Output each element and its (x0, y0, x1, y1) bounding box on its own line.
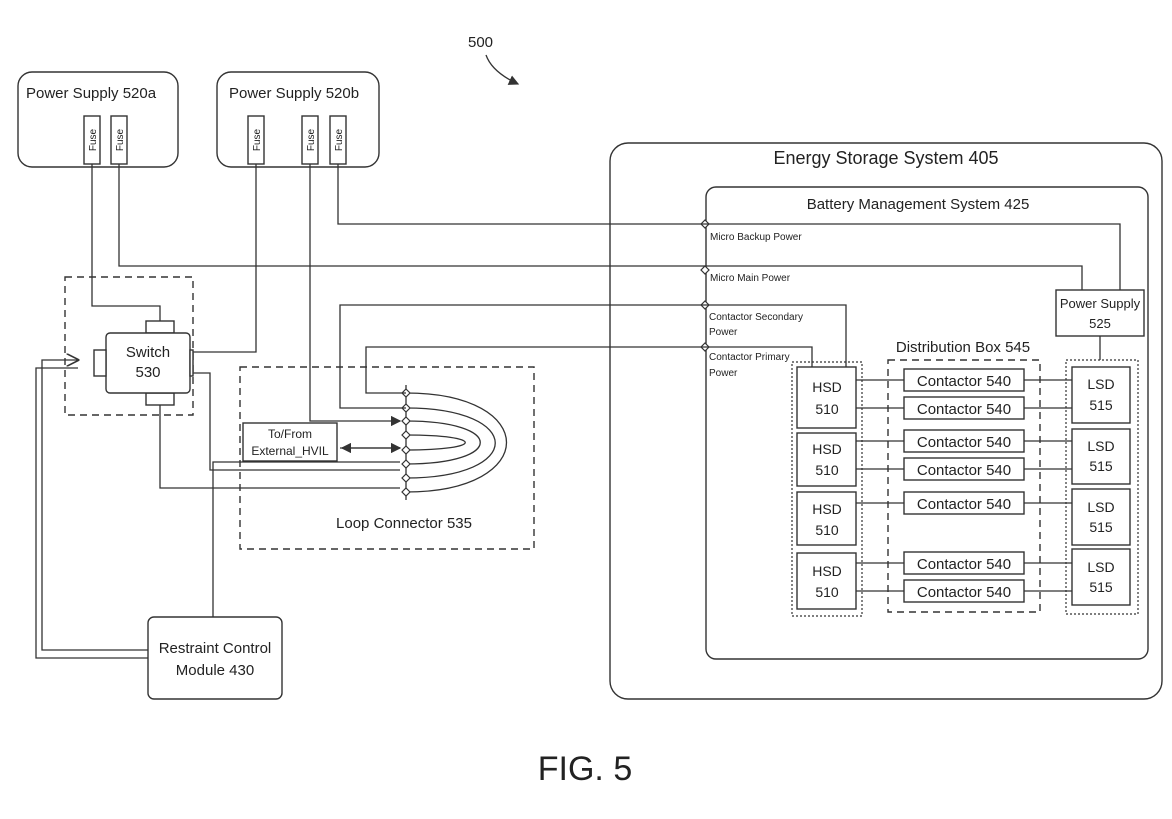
contactor-box: Contactor 540 (903, 457, 1025, 481)
power-supply-520b: Power Supply 520b Fuse Fuse Fuse (216, 71, 380, 168)
fuse-label: Fuse (115, 128, 126, 151)
distribution-box-enclosure (887, 359, 1041, 613)
fuse-label: Fuse (252, 128, 263, 151)
lsd-label-1: LSD (1087, 499, 1114, 515)
hsd-label-1: HSD (812, 379, 842, 395)
hsd-label-1: HSD (812, 501, 842, 517)
ref-arrow (485, 54, 520, 85)
contactor-label: Contactor 540 (917, 373, 1011, 390)
lsd-box: LSD 515 (1071, 488, 1131, 546)
bms-title: Battery Management System 425 (807, 196, 1030, 213)
switch-label-1: Switch (126, 344, 170, 361)
hsd-enclosure (791, 361, 863, 617)
contactor-box: Contactor 540 (903, 579, 1025, 603)
contactor-group: Contactor 540 Contactor 540 Contactor 54… (903, 368, 1025, 603)
hsd-box: HSD 510 (796, 552, 857, 610)
lsd-box: LSD 515 (1071, 548, 1131, 606)
lsd-label-2: 515 (1089, 397, 1113, 413)
hsd-label-1: HSD (812, 563, 842, 579)
fuse-box: Fuse (110, 115, 128, 165)
switch-530: Switch 530 (93, 320, 194, 406)
hsd-label-2: 510 (815, 401, 839, 417)
switch-enclosure (64, 276, 194, 416)
lsd-group: LSD 515 LSD 515 LSD 515 LSD 515 (1071, 366, 1131, 606)
external-hvil-line2: External_HVIL (251, 444, 329, 458)
signal-contactor-secondary-2: Power (709, 327, 738, 338)
lsd-enclosure (1065, 359, 1139, 615)
power-supply-520b-title: Power Supply 520b (229, 85, 359, 102)
ps525-line2: 525 (1089, 316, 1111, 331)
fuse-box: Fuse (83, 115, 101, 165)
loop-connector-label: Loop Connector 535 (336, 515, 472, 532)
switch-label-2: 530 (135, 364, 160, 381)
lsd-label-1: LSD (1087, 376, 1114, 392)
lsd-box: LSD 515 (1071, 428, 1131, 485)
signal-contactor-secondary-1: Contactor Secondary (709, 312, 803, 323)
hsd-box: HSD 510 (796, 366, 857, 429)
rcm-line1: Restraint Control (159, 640, 272, 657)
restraint-control-module: Restraint Control Module 430 (147, 616, 283, 700)
distribution-box-title: Distribution Box 545 (896, 339, 1030, 356)
figure-ref: 500 (468, 34, 493, 51)
contactor-box: Contactor 540 (903, 491, 1025, 515)
signal-contactor-primary-1: Contactor Primary (709, 352, 790, 363)
fuse-label: Fuse (306, 128, 317, 151)
loop-connector-pins (401, 385, 508, 500)
external-hvil-line1: To/From (268, 427, 312, 441)
signal-contactor-primary-2: Power (709, 368, 738, 379)
hsd-label-2: 510 (815, 522, 839, 538)
power-supply-520a: Power Supply 520a Fuse Fuse (17, 71, 179, 168)
lsd-label-2: 515 (1089, 458, 1113, 474)
contactor-box: Contactor 540 (903, 368, 1025, 392)
contactor-label: Contactor 540 (917, 556, 1011, 573)
contactor-box: Contactor 540 (903, 429, 1025, 453)
loop-connector-enclosure (239, 366, 535, 550)
signal-micro-backup: Micro Backup Power (710, 232, 802, 243)
wiring (35, 164, 1121, 659)
power-supply-520a-title: Power Supply 520a (26, 85, 157, 102)
hsd-label-2: 510 (815, 584, 839, 600)
bms-inputs: Micro Backup Power Micro Main Power Cont… (700, 219, 803, 379)
contactor-label: Contactor 540 (917, 401, 1011, 418)
fuse-label: Fuse (334, 128, 345, 151)
hsd-group: HSD 510 HSD 510 HSD 510 HSD 510 (796, 366, 857, 610)
lsd-box: LSD 515 (1071, 366, 1131, 424)
figure-caption: FIG. 5 (538, 750, 632, 788)
contactor-label: Contactor 540 (917, 496, 1011, 513)
contactor-label: Contactor 540 (917, 584, 1011, 601)
contactor-label: Contactor 540 (917, 462, 1011, 479)
lsd-label-2: 515 (1089, 519, 1113, 535)
hsd-box: HSD 510 (796, 432, 857, 487)
contactor-label: Contactor 540 (917, 434, 1011, 451)
contactor-box: Contactor 540 (903, 396, 1025, 420)
lsd-label-1: LSD (1087, 559, 1114, 575)
contactor-box: Contactor 540 (903, 551, 1025, 575)
hsd-box: HSD 510 (796, 491, 857, 546)
rcm-line2: Module 430 (176, 662, 254, 679)
hsd-label-1: HSD (812, 441, 842, 457)
power-supply-525: Power Supply 525 (1055, 289, 1145, 337)
ess-title: Energy Storage System 405 (773, 148, 998, 168)
signal-micro-main: Micro Main Power (710, 273, 791, 284)
external-hvil-box: To/From External_HVIL (242, 422, 338, 462)
fuse-box: Fuse (247, 115, 265, 165)
ps525-line1: Power Supply (1060, 296, 1141, 311)
fuse-label: Fuse (88, 128, 99, 151)
fuse-box: Fuse (329, 115, 347, 165)
lsd-label-1: LSD (1087, 438, 1114, 454)
hsd-label-2: 510 (815, 462, 839, 478)
lsd-label-2: 515 (1089, 579, 1113, 595)
fuse-box: Fuse (301, 115, 319, 165)
